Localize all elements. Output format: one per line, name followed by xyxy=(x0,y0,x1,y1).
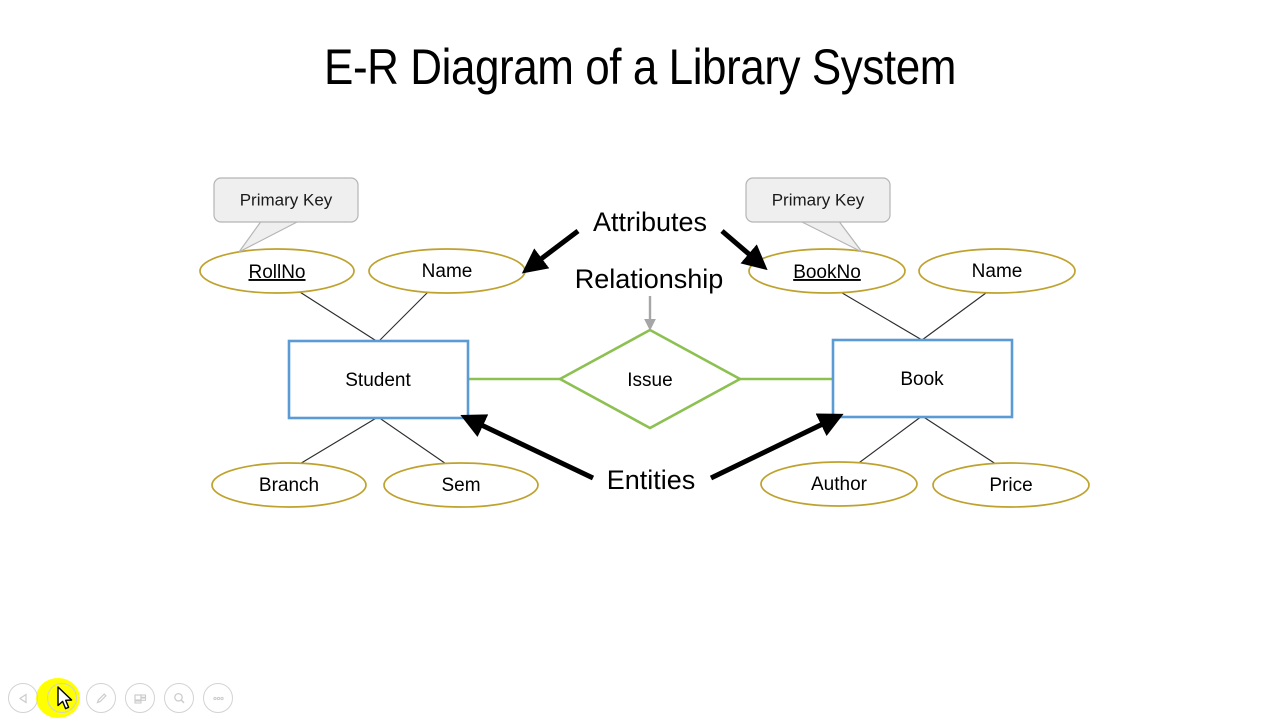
magnifier-icon xyxy=(172,691,187,706)
callout-primary-key-rollno[interactable]: Primary Key xyxy=(213,177,359,253)
relationship-issue-label: Issue xyxy=(627,370,672,391)
attribute-book-name-label: Name xyxy=(972,261,1023,282)
relationship-issue[interactable]: Issue xyxy=(557,328,743,430)
callout-primary-key-rollno-tail xyxy=(238,219,300,253)
connector-student-name xyxy=(377,289,431,343)
entity-book[interactable]: Book xyxy=(831,338,1014,419)
callout-primary-key-rollno-box[interactable] xyxy=(213,177,359,223)
attribute-rollno[interactable]: RollNo xyxy=(199,248,355,294)
attribute-price[interactable]: Price xyxy=(932,462,1090,508)
attribute-sem[interactable]: Sem xyxy=(383,462,539,508)
attribute-rollno-ellipse[interactable] xyxy=(199,248,355,294)
annotation-attributes-label: Attributes xyxy=(593,207,707,237)
pen-icon xyxy=(94,691,109,706)
entity-student[interactable]: Student xyxy=(287,339,470,420)
annotation-attributes-arrow-right xyxy=(720,229,768,271)
triangle-right-icon xyxy=(56,692,69,705)
connector-group-book xyxy=(831,286,1003,469)
attribute-book-name[interactable]: Name xyxy=(918,248,1076,294)
grid-icon xyxy=(133,691,148,706)
more-options-button[interactable] xyxy=(203,683,233,713)
playback-control-bar[interactable] xyxy=(0,676,240,720)
attribute-student-name[interactable]: Name xyxy=(368,248,526,294)
callout-primary-key-bookno-label: Primary Key xyxy=(772,190,865,209)
annotation-entities-arrow-left xyxy=(460,414,595,481)
connector-student-sem xyxy=(377,416,453,469)
connector-student-rollno xyxy=(291,286,379,343)
page-title: E-R Diagram of a Library System xyxy=(324,39,956,95)
attribute-book-name-ellipse[interactable] xyxy=(918,248,1076,294)
connector-book-bookno xyxy=(831,286,923,341)
attribute-branch-ellipse[interactable] xyxy=(211,462,367,508)
attribute-student-name-label: Name xyxy=(422,261,473,282)
entity-student-label: Student xyxy=(345,370,411,391)
zoom-button[interactable] xyxy=(164,683,194,713)
triangle-left-icon xyxy=(17,692,30,705)
annotation-relationship: Relationship xyxy=(575,264,724,331)
entity-book-box[interactable] xyxy=(831,338,1014,419)
attribute-bookno[interactable]: BookNo xyxy=(748,248,906,294)
callout-primary-key-bookno-tail xyxy=(799,219,863,253)
connector-group-student xyxy=(291,286,453,469)
connector-book-price xyxy=(921,415,1003,469)
callout-primary-key-bookno[interactable]: Primary Key xyxy=(745,177,891,253)
entity-student-box[interactable] xyxy=(287,339,470,420)
attribute-price-label: Price xyxy=(989,475,1032,496)
pen-annotate-button[interactable] xyxy=(86,683,116,713)
callout-primary-key-rollno-label: Primary Key xyxy=(240,190,333,209)
slide-grid-button[interactable] xyxy=(125,683,155,713)
ellipsis-icon xyxy=(211,691,226,706)
connector-book-author xyxy=(851,415,923,469)
relationship-issue-diamond[interactable] xyxy=(557,328,743,430)
previous-slide-button[interactable] xyxy=(8,683,38,713)
attribute-bookno-ellipse[interactable] xyxy=(748,248,906,294)
attribute-branch[interactable]: Branch xyxy=(211,462,367,508)
attribute-rollno-label: RollNo xyxy=(248,262,305,283)
annotation-attributes: Attributes xyxy=(521,207,768,274)
annotation-entities-label: Entities xyxy=(607,465,696,495)
annotation-entities: Entities xyxy=(460,413,844,495)
annotation-entities-arrow-right xyxy=(709,413,844,481)
annotation-relationship-label: Relationship xyxy=(575,264,724,294)
connector-student-branch xyxy=(292,416,379,469)
attribute-sem-ellipse[interactable] xyxy=(383,462,539,508)
callout-primary-key-bookno-box[interactable] xyxy=(745,177,891,223)
annotation-attributes-arrow-left xyxy=(521,229,580,274)
attribute-branch-label: Branch xyxy=(259,475,319,496)
attribute-author-ellipse[interactable] xyxy=(760,461,918,507)
attribute-author-label: Author xyxy=(811,474,868,495)
attribute-author[interactable]: Author xyxy=(760,461,918,507)
entity-book-label: Book xyxy=(900,369,944,390)
attribute-bookno-label: BookNo xyxy=(793,262,861,283)
attribute-sem-label: Sem xyxy=(441,475,480,496)
play-slide-button[interactable] xyxy=(47,683,77,713)
attribute-price-ellipse[interactable] xyxy=(932,462,1090,508)
connector-book-name xyxy=(921,289,991,341)
